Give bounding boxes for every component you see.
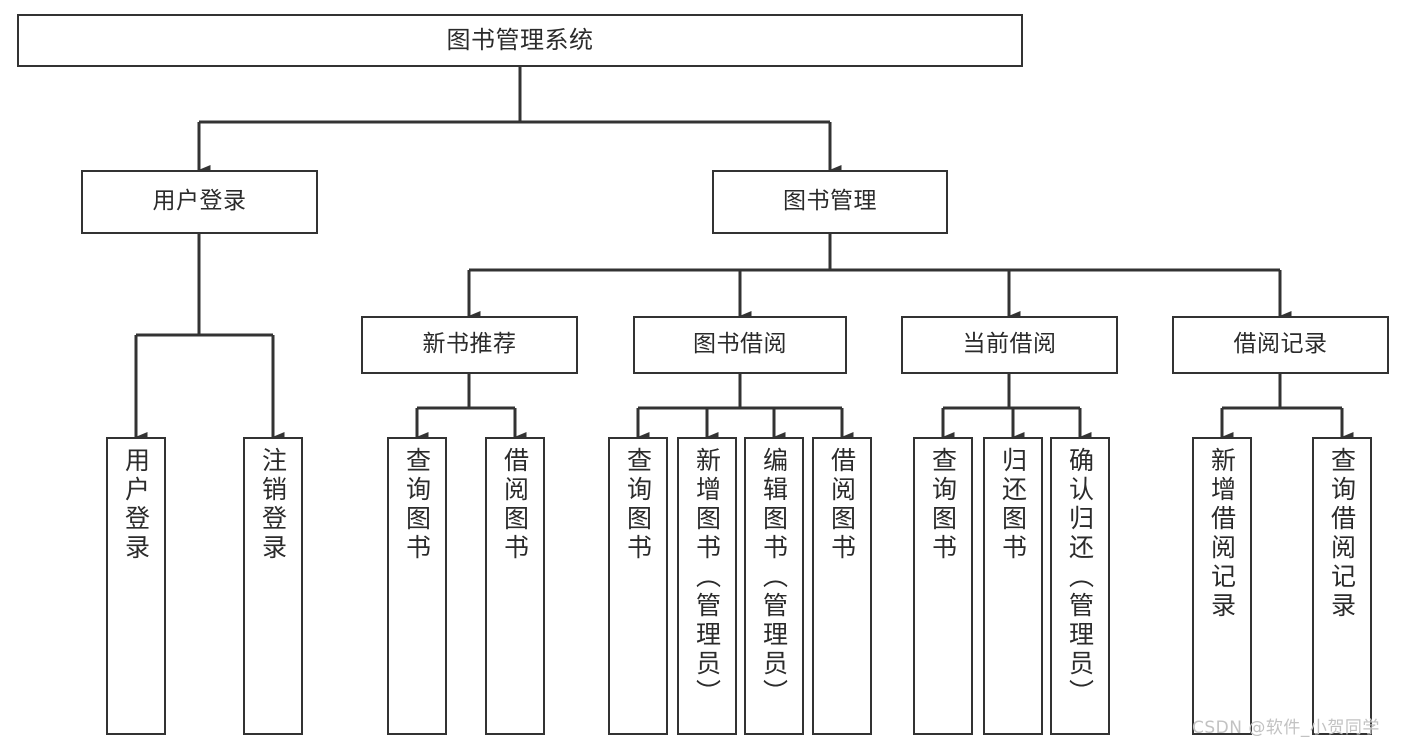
- node-leaf-add-record-label: 新增借阅记录: [1207, 447, 1237, 621]
- node-book-management-label: 图书管理: [783, 188, 877, 215]
- edge-paths: [134, 67, 1354, 442]
- node-leaf-add-book-label: 新增图书（管理员）: [692, 447, 722, 708]
- node-leaf-query-record-label: 查询借阅记录: [1327, 447, 1357, 621]
- node-leaf-borrow-book-1-label: 借阅图书: [500, 447, 530, 563]
- node-leaf-add-book[interactable]: 新增图书（管理员）: [677, 437, 737, 735]
- node-leaf-query-book-1[interactable]: 查询图书: [387, 437, 447, 735]
- node-leaf-return-book-label: 归还图书: [998, 447, 1028, 563]
- node-book-borrow[interactable]: 图书借阅: [633, 316, 847, 374]
- node-root[interactable]: 图书管理系统: [17, 14, 1023, 67]
- node-leaf-query-book-1-label: 查询图书: [402, 447, 432, 563]
- node-leaf-user-login[interactable]: 用户登录: [106, 437, 166, 735]
- node-leaf-query-book-2[interactable]: 查询图书: [608, 437, 668, 735]
- node-leaf-user-logout-label: 注销登录: [258, 447, 288, 563]
- node-leaf-query-record[interactable]: 查询借阅记录: [1312, 437, 1372, 735]
- node-book-management[interactable]: 图书管理: [712, 170, 948, 234]
- node-new-book-recommend[interactable]: 新书推荐: [361, 316, 578, 374]
- node-leaf-confirm-return-label: 确认归还（管理员）: [1065, 447, 1095, 708]
- node-leaf-user-logout[interactable]: 注销登录: [243, 437, 303, 735]
- node-new-book-recommend-label: 新书推荐: [422, 331, 517, 358]
- node-leaf-borrow-book-2-label: 借阅图书: [827, 447, 857, 563]
- node-current-borrow[interactable]: 当前借阅: [901, 316, 1118, 374]
- node-user-login[interactable]: 用户登录: [81, 170, 318, 234]
- node-root-label: 图书管理系统: [446, 26, 594, 55]
- node-leaf-return-book[interactable]: 归还图书: [983, 437, 1043, 735]
- node-borrow-record[interactable]: 借阅记录: [1172, 316, 1389, 374]
- node-leaf-query-book-3-label: 查询图书: [928, 447, 958, 563]
- node-leaf-edit-book-label: 编辑图书（管理员）: [759, 447, 789, 708]
- node-leaf-borrow-book-1[interactable]: 借阅图书: [485, 437, 545, 735]
- node-current-borrow-label: 当前借阅: [962, 331, 1057, 358]
- node-borrow-record-label: 借阅记录: [1233, 331, 1328, 358]
- node-leaf-borrow-book-2[interactable]: 借阅图书: [812, 437, 872, 735]
- node-leaf-query-book-3[interactable]: 查询图书: [913, 437, 973, 735]
- node-leaf-add-record[interactable]: 新增借阅记录: [1192, 437, 1252, 735]
- node-leaf-edit-book[interactable]: 编辑图书（管理员）: [744, 437, 804, 735]
- csdn-watermark: CSDN @软件_小贺同学: [1192, 718, 1380, 738]
- node-book-borrow-label: 图书借阅: [693, 331, 787, 358]
- node-user-login-label: 用户登录: [152, 188, 247, 215]
- node-leaf-query-book-2-label: 查询图书: [623, 447, 653, 563]
- node-leaf-user-login-label: 用户登录: [121, 447, 151, 563]
- node-leaf-confirm-return[interactable]: 确认归还（管理员）: [1050, 437, 1110, 735]
